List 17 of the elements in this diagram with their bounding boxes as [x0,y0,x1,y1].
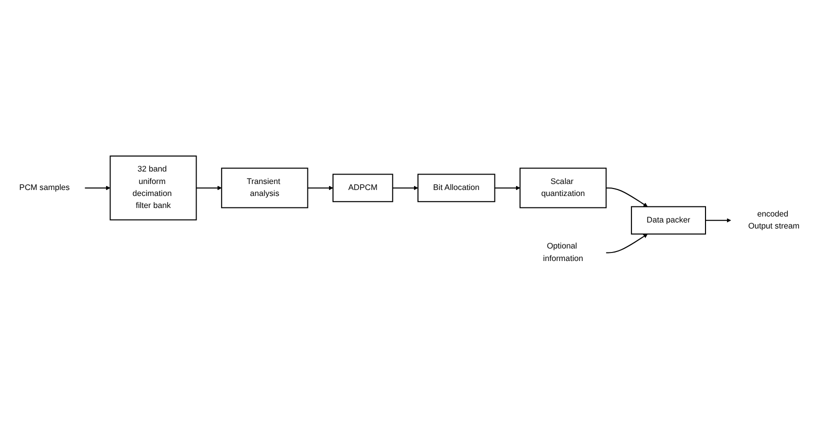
arrow [606,188,648,208]
node-box: Bit Allocation [417,174,496,202]
arrow [606,234,648,254]
arrow [84,186,110,190]
arrow [494,186,520,190]
arrow [706,218,732,223]
node-box: Data packer [630,206,706,235]
arrow [392,186,418,190]
node-box: ADPCM [332,174,394,202]
arrow [196,186,222,190]
node-text: PCM samples [19,184,70,192]
node-text: encoded Output stream [748,210,800,231]
node-text: Optional information [543,242,584,264]
arrow [308,186,334,190]
node-box: Scalar quantization [520,168,607,208]
node-box: 32 band uniform decimation filter bank [110,156,197,221]
node-box: Transient analysis [221,168,308,208]
